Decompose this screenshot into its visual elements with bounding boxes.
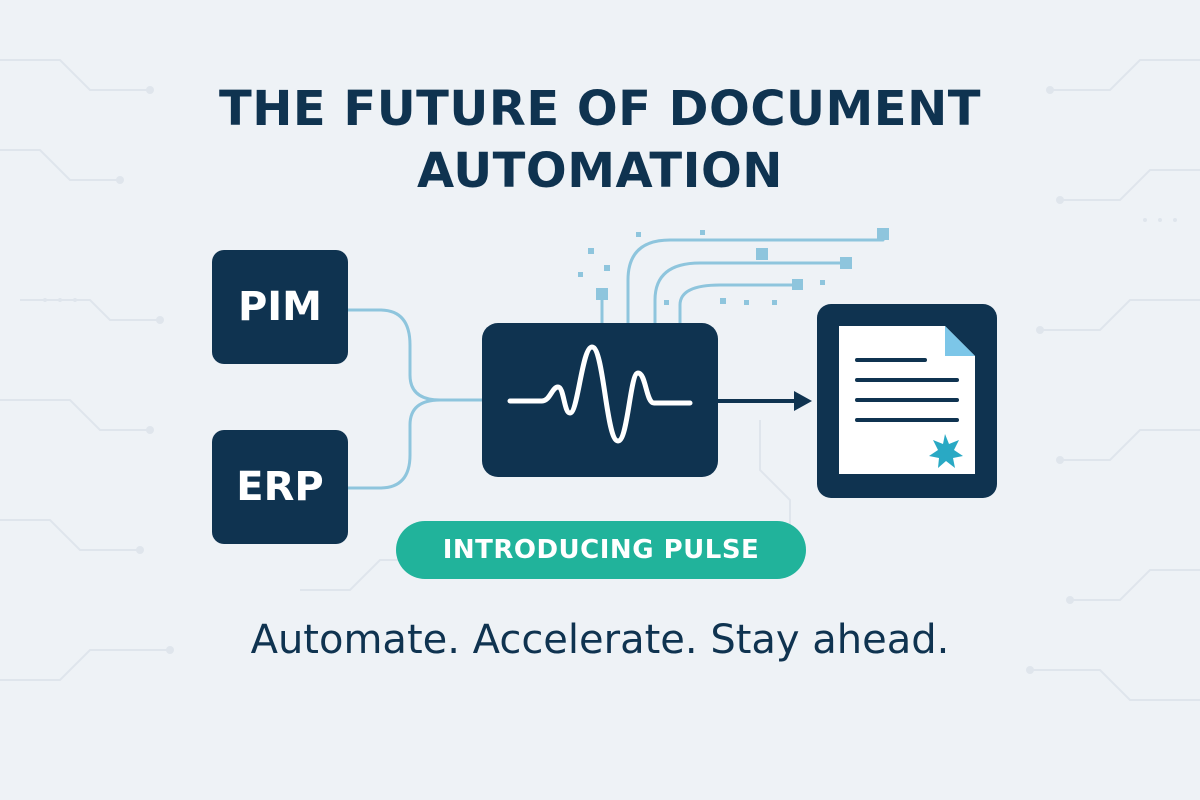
arrow-right-icon: [718, 391, 812, 411]
pulse-waveform-icon: [507, 344, 693, 444]
title-line-1: THE FUTURE OF DOCUMENT: [219, 81, 981, 137]
source-label-erp: ERP: [236, 464, 324, 510]
source-box-pim: PIM: [212, 250, 348, 364]
tagline: Automate. Accelerate. Stay ahead.: [250, 617, 950, 663]
source-box-erp: ERP: [212, 430, 348, 544]
page-title: THE FUTURE OF DOCUMENT AUTOMATION: [0, 78, 1200, 202]
badge-label: INTRODUCING PULSE: [442, 535, 760, 565]
document-output-box: [817, 304, 997, 498]
seal-star-icon: [929, 434, 963, 468]
introducing-pulse-badge: INTRODUCING PULSE: [396, 521, 806, 579]
source-label-pim: PIM: [237, 284, 322, 330]
document-certificate-icon: [839, 326, 975, 474]
title-line-2: AUTOMATION: [417, 143, 783, 199]
pulse-engine-box: [482, 323, 718, 477]
